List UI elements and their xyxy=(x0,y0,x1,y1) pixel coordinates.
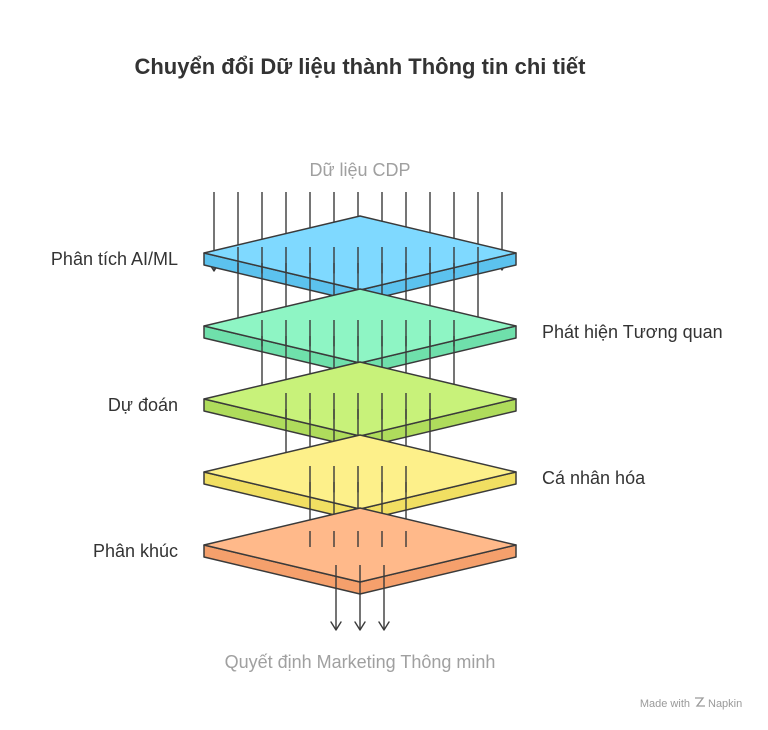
output-arrow xyxy=(330,565,342,631)
output-arrow xyxy=(378,565,390,631)
layer-label-3: Dự đoán xyxy=(108,395,178,415)
footer: Made with Napkin xyxy=(640,697,742,710)
layer-label-4: Cá nhân hóa xyxy=(542,468,646,488)
layer-label-1: Phân tích AI/ML xyxy=(51,249,178,269)
layers-stack: Phân tích AI/ML Phát hiện Tương quan Dự đo… xyxy=(51,192,723,631)
output-label: Quyết định Marketing Thông minh xyxy=(225,652,496,672)
footer-made-with: Made with xyxy=(640,698,690,710)
layer-label-5: Phân khúc xyxy=(93,541,178,561)
input-label: Dữ liệu CDP xyxy=(309,160,410,180)
footer-brand: Napkin xyxy=(708,698,742,710)
layer-label-2: Phát hiện Tương quan xyxy=(542,322,723,342)
napkin-logo-icon xyxy=(695,697,705,707)
diagram-title: Chuyển đổi Dữ liệu thành Thông tin chi t… xyxy=(134,54,586,79)
output-arrow xyxy=(354,565,366,631)
